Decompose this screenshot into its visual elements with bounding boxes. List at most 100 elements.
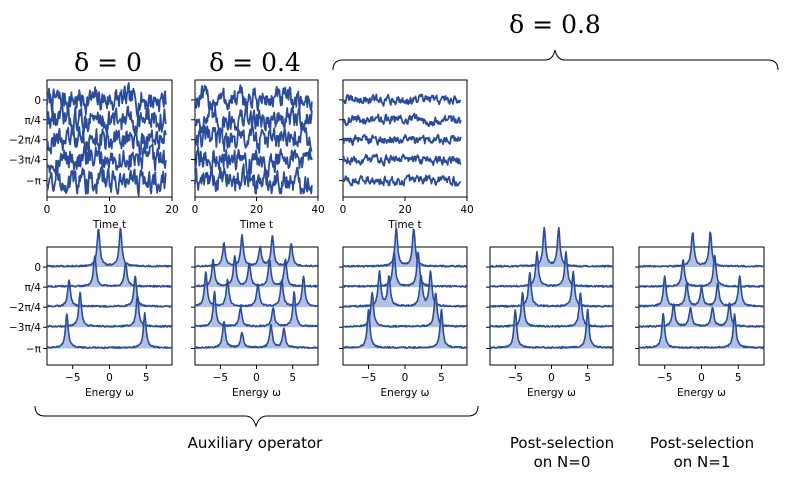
series-line — [638, 231, 765, 268]
x-axis-label: Energy ω — [85, 387, 134, 399]
x-tick-label: 5 — [584, 372, 591, 384]
x-tick-label: 40 — [311, 204, 324, 216]
series-area — [195, 255, 318, 288]
series-line — [489, 250, 614, 288]
header-delta-08: δ = 0.8 — [509, 10, 601, 39]
series-line — [194, 103, 313, 135]
brace-delta-08 — [332, 49, 779, 71]
series-line — [342, 251, 468, 288]
series-line — [194, 124, 313, 154]
series-line — [342, 133, 462, 147]
series-line — [46, 82, 167, 118]
series-line — [638, 312, 765, 350]
x-axis-label: Energy ω — [527, 387, 576, 399]
series-line — [342, 291, 468, 328]
series-line — [194, 320, 319, 350]
y-tick-label: −π — [26, 343, 42, 355]
series-area — [343, 292, 467, 328]
series-line — [194, 163, 313, 195]
series-area — [639, 232, 764, 268]
series-line — [46, 143, 167, 175]
series-area — [639, 313, 764, 349]
series-area — [639, 276, 764, 308]
series-area — [47, 256, 172, 288]
series-line — [342, 93, 462, 107]
series-line — [489, 308, 614, 350]
x-axis-label: Time t — [239, 219, 273, 231]
series-area — [343, 270, 467, 308]
x-tick-label: 0 — [402, 372, 409, 384]
series-area — [490, 271, 613, 308]
series-line — [342, 228, 468, 268]
series-line — [46, 255, 173, 288]
series-line — [342, 269, 468, 308]
header-delta-0: δ = 0 — [74, 48, 142, 77]
x-tick-label: 0 — [106, 372, 113, 384]
x-tick-label: 0 — [548, 372, 555, 384]
x-tick-label: 20 — [165, 204, 178, 216]
series-area — [195, 291, 318, 328]
series-line — [194, 84, 313, 113]
y-tick-label: −2π/4 — [9, 135, 41, 147]
series-area — [47, 292, 172, 328]
series-line — [342, 173, 462, 187]
series-area — [490, 292, 613, 328]
y-tick-label: 0 — [34, 95, 41, 107]
series-area — [47, 228, 172, 268]
x-axis-label: Energy ω — [677, 387, 726, 399]
x-tick-label: 5 — [289, 372, 296, 384]
series-line — [46, 166, 167, 197]
y-tick-label: −π — [26, 176, 42, 188]
series-line — [638, 275, 765, 308]
series-line — [489, 226, 614, 268]
x-tick-label: −5 — [213, 372, 228, 384]
caption-post-n0-line1: Post-selection — [510, 434, 614, 452]
caption-post-n0-line2: on N=0 — [534, 453, 591, 471]
x-tick-label: −5 — [657, 372, 672, 384]
caption-post-n1-line2: on N=1 — [674, 453, 731, 471]
brace-auxiliary — [34, 405, 479, 428]
series-area — [490, 251, 613, 288]
series-line — [194, 255, 319, 288]
series-line — [46, 124, 167, 156]
header-delta-04: δ = 0.4 — [209, 48, 301, 77]
series-line — [342, 153, 462, 167]
x-tick-label: 5 — [735, 372, 742, 384]
x-tick-label: 10 — [103, 204, 116, 216]
x-tick-label: 5 — [143, 372, 150, 384]
x-tick-label: 40 — [460, 204, 473, 216]
series-line — [46, 227, 173, 268]
x-tick-label: 20 — [398, 204, 411, 216]
series-line — [638, 302, 765, 328]
series-area — [343, 228, 467, 268]
series-line — [342, 112, 462, 128]
series-area — [343, 309, 467, 349]
caption-post-n1-line1: Post-selection — [650, 434, 754, 452]
series-line — [46, 311, 173, 350]
series-line — [194, 146, 313, 178]
y-tick-label: π/4 — [24, 115, 41, 127]
series-area — [343, 251, 467, 288]
series-area — [490, 309, 613, 349]
series-line — [194, 233, 319, 268]
series-line — [342, 308, 468, 350]
y-tick-label: π/4 — [24, 282, 41, 294]
x-axis-label: Time t — [92, 219, 126, 231]
series-line — [194, 290, 319, 328]
y-tick-label: −3π/4 — [9, 155, 41, 167]
series-line — [46, 275, 173, 308]
series-line — [489, 291, 614, 328]
x-tick-label: −5 — [361, 372, 376, 384]
x-tick-label: 20 — [250, 204, 263, 216]
x-axis-label: Time t — [387, 219, 421, 231]
x-tick-label: 0 — [44, 204, 51, 216]
y-tick-label: −3π/4 — [9, 322, 41, 334]
